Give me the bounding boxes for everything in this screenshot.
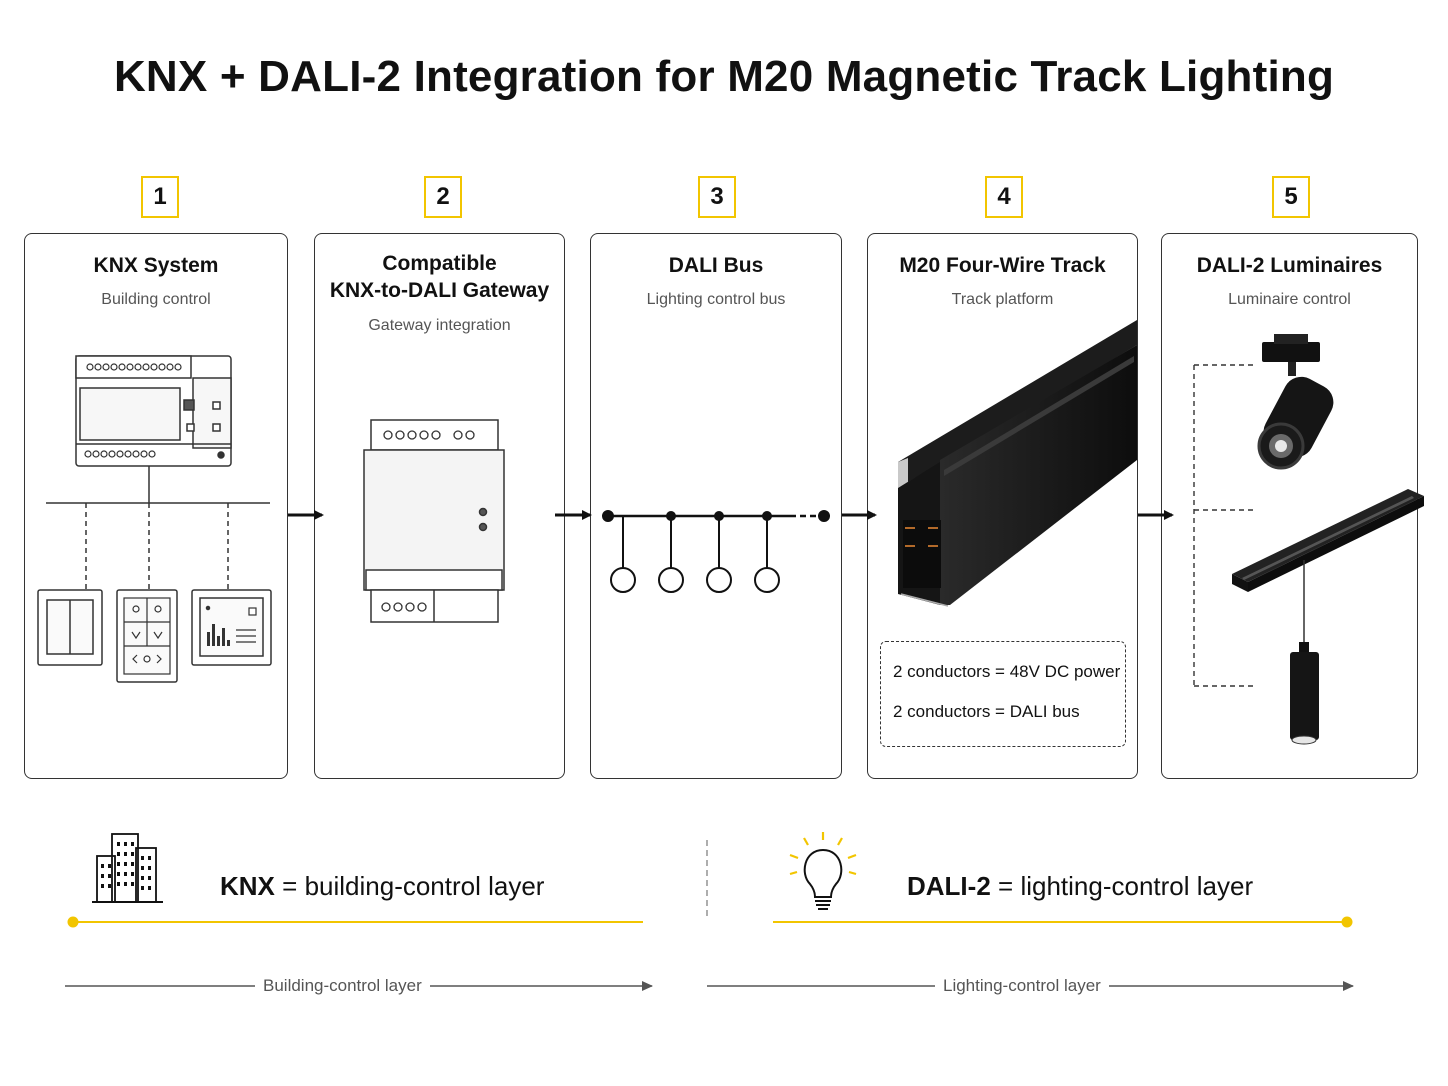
conductor-info-box: 2 conductors = 48V DC power 2 conductors… [880,641,1126,747]
panel-subtitle: Lighting control bus [646,291,786,308]
panel-title-line-2: KNX-to-DALI Gateway [329,279,550,302]
step-number-3: 3 [698,176,736,218]
dali-bus-devices [602,510,830,593]
legend-dali-desc: lighting-control layer [1020,871,1254,901]
step-number-1: 1 [141,176,179,218]
panel-subtitle: Building control [101,291,211,308]
panel-title: DALI Bus [668,254,764,277]
panel-title: Compatible KNX-to-DALI Gateway [315,250,564,304]
legend-dali: DALI-2 = lighting-control layer [907,871,1253,902]
building-icon [92,833,163,903]
panel-subtitle: Gateway integration [368,317,511,334]
knx-keypad-icon [116,589,178,683]
panel-subtitle: Track platform [951,291,1054,308]
pendant-luminaire-icon [1290,560,1319,745]
panel-title: M20 Four-Wire Track [899,254,1106,277]
lightbulb-icon [789,832,857,910]
knx-actuator-icon [75,355,232,467]
panel-dali-bus: DALI Bus Lighting control bus [590,233,842,779]
spotlight-icon [1257,334,1334,470]
legend-knx-desc: building-control layer [304,871,545,901]
page-title: KNX + DALI-2 Integration for M20 Magneti… [113,52,1335,101]
layer-dot-left [67,916,79,928]
conductor-line-power: 2 conductors = 48V DC power [893,662,1121,681]
knx-bus-line [46,466,270,590]
step-number-2: 2 [424,176,462,218]
panel-title: DALI-2 Luminaires [1196,254,1383,277]
building-layer-label: Building-control layer [255,976,430,996]
legend-dali-term: DALI-2 [907,871,991,901]
knx-switch-icon [37,589,103,666]
legend-knx-term: KNX [220,871,275,901]
panel-knx-system: KNX System Building control [24,233,288,779]
panel-title: KNX System [93,254,219,277]
step-number-5: 5 [1272,176,1310,218]
legend-knx: KNX = building-control layer [220,871,544,902]
knx-dali-gateway-icon [363,419,505,623]
conductor-line-dali: 2 conductors = DALI bus [893,702,1080,721]
knx-touch-panel-icon [191,589,272,666]
m20-track-icon [898,320,1137,607]
panel-subtitle: Luminaire control [1228,291,1351,308]
linear-luminaire-icon [1232,489,1424,592]
panel-title-line-1: Compatible [382,252,497,275]
legend-knx-equals: = [282,871,298,901]
lighting-layer-label: Lighting-control layer [935,976,1109,996]
luminaire-connector-lines [1193,364,1254,687]
legend-dali-equals: = [998,871,1014,901]
layer-dot-right [1341,916,1353,928]
step-number-4: 4 [985,176,1023,218]
